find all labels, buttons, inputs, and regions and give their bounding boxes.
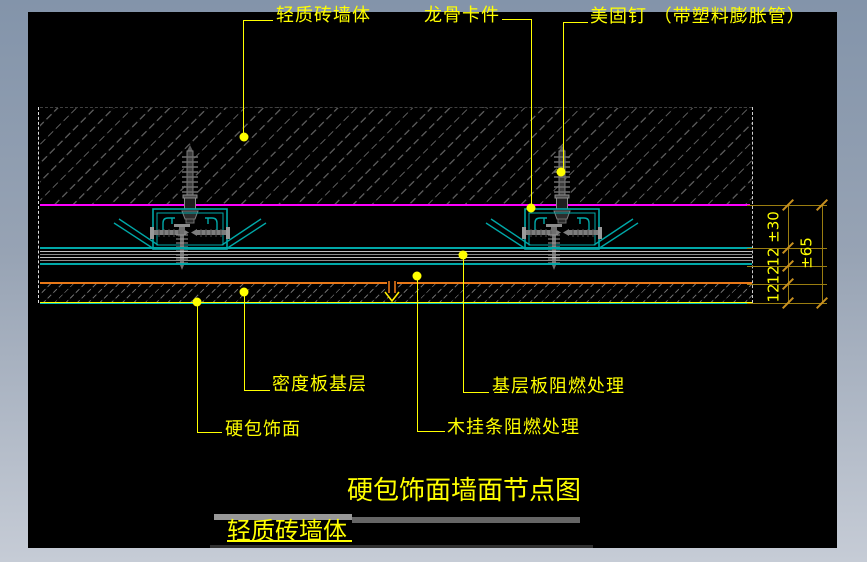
leader-line — [463, 255, 464, 392]
leader-line — [563, 22, 564, 172]
callout-wood-batten: 木挂条阻燃处理 — [447, 417, 580, 438]
leader-dot-base-board — [458, 250, 468, 260]
leader-line — [244, 292, 245, 390]
board-layer-line — [40, 251, 752, 252]
leader-dot-keel-clip — [526, 203, 536, 213]
wall-hatch-section — [40, 107, 752, 206]
dim-label-12b: 12 — [764, 265, 783, 285]
leader-dot-wall — [239, 132, 249, 142]
dim-label-30: ±30 — [764, 211, 783, 243]
leader-line — [531, 19, 532, 208]
footer-label-underline — [227, 540, 352, 542]
leader-dot-density-board — [239, 287, 249, 297]
dim-label-total: ±65 — [797, 237, 816, 269]
leader-line — [463, 392, 489, 393]
board-joint-groove — [384, 281, 400, 303]
title-underline-bar-right — [352, 517, 580, 523]
dim-label-12a: 12 — [764, 247, 783, 267]
leader-line — [243, 20, 244, 137]
finish-board-face-line — [40, 302, 752, 303]
base-board-bottom-line — [40, 263, 752, 265]
board-layer-line — [40, 260, 752, 261]
callout-density-board: 密度板基层 — [272, 374, 367, 395]
callout-nail: 美固钉 （带塑料膨胀管） — [590, 6, 806, 27]
leader-line — [197, 432, 222, 433]
leader-line — [244, 390, 270, 391]
callout-base-board: 基层板阻燃处理 — [492, 376, 625, 397]
board-layer-line — [40, 254, 752, 255]
leader-line — [243, 20, 273, 21]
footer-wall-label: 轻质砖墙体 — [227, 517, 347, 545]
callout-finish: 硬包饰面 — [225, 419, 301, 440]
drawing-title: 硬包饰面墙面节点图 — [347, 476, 582, 506]
drawing-canvas[interactable] — [28, 12, 837, 548]
leader-dot-wood-batten — [412, 271, 422, 281]
canvas-edge-strip — [210, 545, 593, 548]
dimension-line-inner — [788, 205, 789, 303]
break-line-left — [38, 107, 39, 303]
dim-label-12c: 12 — [764, 283, 783, 303]
callout-keel-clip: 龙骨卡件 — [424, 5, 500, 26]
leader-line — [563, 22, 588, 23]
leader-line — [197, 302, 198, 432]
leader-line — [417, 431, 445, 432]
leader-dot-finish — [192, 297, 202, 307]
title-underline-bar-left — [214, 514, 352, 520]
callout-wall: 轻质砖墙体 — [276, 5, 371, 26]
board-layer-line — [40, 257, 752, 258]
base-board-top-line — [40, 247, 752, 249]
leader-line — [502, 19, 531, 20]
leader-dot-nail — [556, 167, 566, 177]
wall-face-line — [40, 204, 750, 206]
leader-line — [417, 276, 418, 431]
dimension-line-outer — [822, 205, 823, 303]
